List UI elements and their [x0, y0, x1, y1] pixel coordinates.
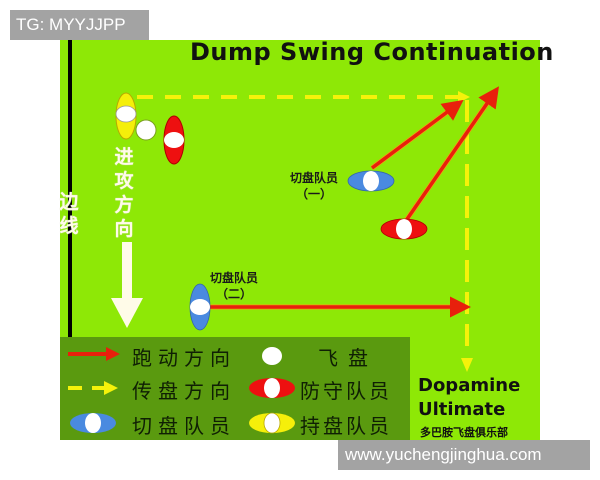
cutter-one-label: 切盘队员 （一）: [290, 170, 338, 202]
brand-logo: Dopamine Ultimate: [418, 374, 520, 422]
defender-marker-icon: [163, 115, 185, 165]
cutter-two-number: （二）: [216, 287, 253, 301]
cutter-one-title: 切盘队员: [290, 171, 339, 185]
cutter-one-number: （一）: [296, 187, 333, 201]
disc-marker-icon: [135, 119, 157, 141]
attack-direction-arrow-icon: [111, 242, 143, 328]
attack-direction-label: 进攻方向: [114, 146, 134, 240]
legend-disc: 飞盘: [318, 346, 378, 370]
legend-icons: [68, 347, 295, 434]
legend-handler: 持盘队员: [300, 414, 392, 438]
brand-line-1: Dopamine: [418, 375, 521, 396]
bottom-watermark: www.yuchengjinghua.com: [338, 440, 590, 470]
legend-run-arrow-icon: [68, 347, 120, 361]
brand-line-2: Ultimate: [418, 399, 506, 420]
cutter-two-marker-icon: [189, 283, 211, 331]
defender-two-marker-icon: [380, 218, 428, 240]
legend-disc-icon: [262, 347, 282, 365]
top-watermark: TG: MYYJJPP: [10, 10, 149, 40]
diagram-title: Dump Swing Continuation: [190, 38, 554, 66]
legend: 跑动方向 飞盘 传盘方向 防守队员 切盘队员 持盘队员: [60, 337, 410, 440]
legend-pass-direction: 传盘方向: [132, 379, 236, 403]
legend-run-direction: 跑动方向: [132, 346, 236, 370]
legend-handler-icon: [249, 412, 295, 434]
run-arrow-cutter-one: [370, 99, 464, 171]
legend-cutter: 切盘队员: [132, 414, 236, 438]
legend-defender: 防守队员: [300, 379, 392, 403]
handler-marker-icon: [115, 92, 137, 140]
sideline-label: 边线: [59, 191, 79, 237]
legend-defender-icon: [249, 378, 295, 398]
cutter-two-label: 切盘队员 （二）: [210, 270, 258, 302]
cutter-two-title: 切盘队员: [210, 271, 259, 285]
legend-cutter-icon: [70, 413, 116, 433]
run-arrow-defender: [400, 86, 499, 227]
cutter-one-marker-icon: [347, 170, 395, 192]
sideline: [68, 40, 72, 338]
legend-pass-arrow-icon: [68, 381, 118, 395]
brand-chinese: 多巴胺飞盘俱乐部: [420, 426, 508, 439]
